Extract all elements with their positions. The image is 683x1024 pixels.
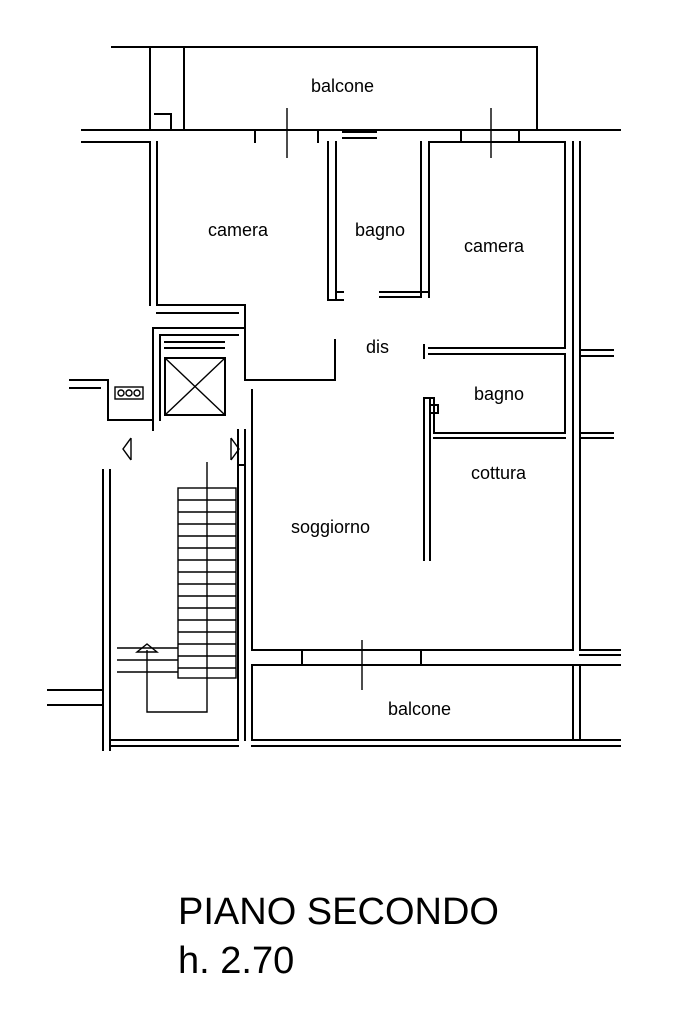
room-labels: balcone camera bagno camera dis bagno co… bbox=[208, 76, 527, 719]
floor-title: PIANO SECONDO bbox=[178, 891, 499, 933]
room-label-bagno-right: bagno bbox=[474, 384, 524, 404]
stove-icon bbox=[114, 386, 144, 400]
door-swings bbox=[122, 108, 492, 690]
room-label-bagno-top: bagno bbox=[355, 220, 405, 240]
walls bbox=[47, 46, 621, 751]
room-label-camera-right: camera bbox=[464, 236, 525, 256]
room-label-balcone-top: balcone bbox=[311, 76, 374, 96]
room-label-balcone-bottom: balcone bbox=[388, 699, 451, 719]
room-label-soggiorno: soggiorno bbox=[291, 517, 370, 537]
ceiling-height: h. 2.70 bbox=[178, 940, 295, 982]
room-label-camera-left: camera bbox=[208, 220, 269, 240]
room-label-cottura: cottura bbox=[471, 463, 527, 483]
room-label-dis: dis bbox=[366, 337, 389, 357]
stair-flight bbox=[117, 462, 237, 713]
